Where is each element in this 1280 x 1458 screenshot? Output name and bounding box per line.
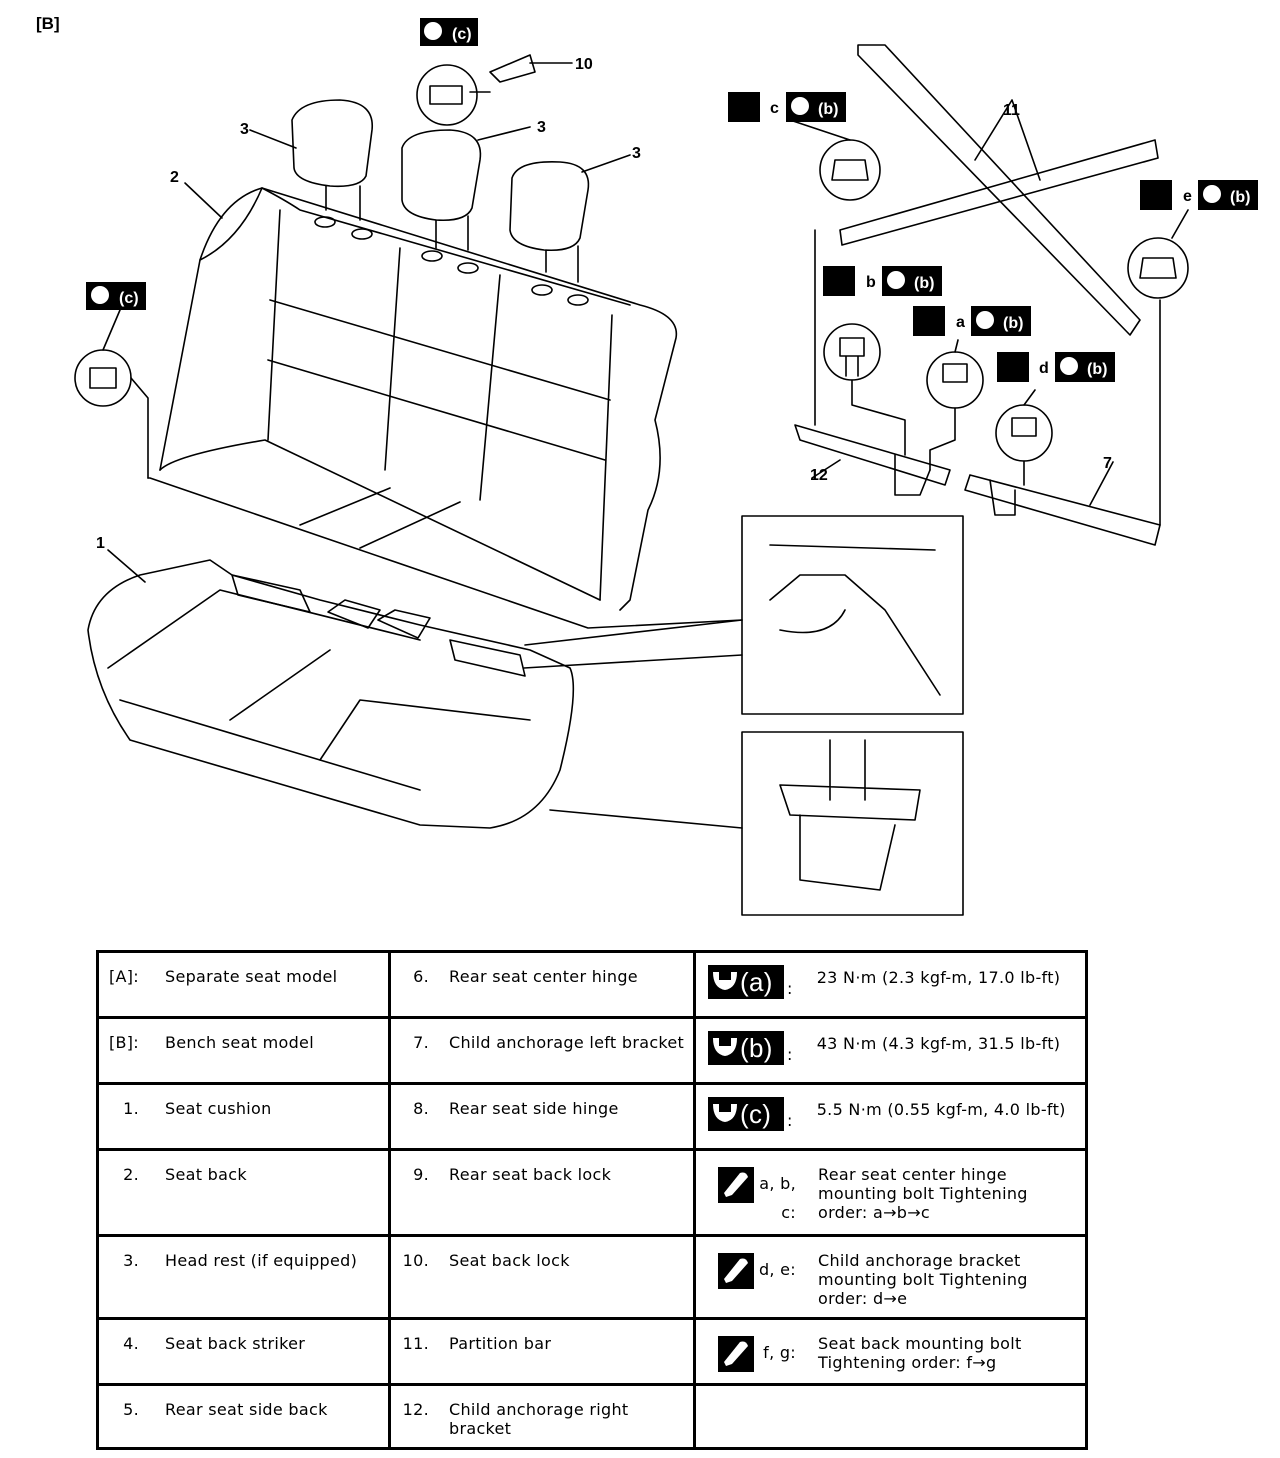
- torque-tag-b: b (b): [823, 266, 942, 296]
- svg-text:b: b: [866, 274, 876, 291]
- legend-cell: 9.Rear seat back lock: [388, 1148, 696, 1237]
- svg-text:(c): (c): [452, 26, 472, 43]
- legend-cell-empty: [693, 1383, 1088, 1450]
- svg-text:e: e: [1183, 188, 1192, 205]
- legend-cell: 5.Rear seat side back: [96, 1383, 391, 1450]
- callout-12: 12: [810, 467, 828, 484]
- tightening-order-icon: [718, 1253, 754, 1289]
- legend-cell: 11.Partition bar: [388, 1317, 696, 1386]
- legend-cell: [B]:Bench seat model: [96, 1016, 391, 1085]
- view-label: [B]: [36, 14, 60, 33]
- torque-cell-c: (c) :5.5 N·m (0.55 kgf-m, 4.0 lb-ft): [693, 1082, 1088, 1151]
- legend-cell: 7.Child anchorage left bracket: [388, 1016, 696, 1085]
- svg-text:(b): (b): [914, 275, 934, 292]
- torque-tag-e: e (b): [1140, 180, 1258, 210]
- torque-cell-b: (b) :43 N·m (4.3 kgf-m, 31.5 lb-ft): [693, 1016, 1088, 1085]
- wrench-icon: (b): [708, 1031, 784, 1065]
- legend-table: [A]:Separate seat model 6.Rear seat cent…: [96, 950, 1088, 1450]
- sequence-cell-fg: f, g: Seat back mounting bolt Tightening…: [693, 1317, 1088, 1386]
- bolt-callout-10: [416, 64, 478, 126]
- torque-tag-seatback: (c): [86, 282, 146, 310]
- leader-3a: [249, 129, 297, 149]
- legend-cell: 1.Seat cushion: [96, 1082, 391, 1151]
- legend-cell: 6.Rear seat center hinge: [388, 950, 696, 1019]
- callout-7: 7: [1103, 455, 1112, 472]
- head-rests: [291, 99, 590, 283]
- legend-cell: [A]:Separate seat model: [96, 950, 391, 1019]
- svg-text:a: a: [956, 314, 965, 331]
- seat-back: [147, 187, 743, 629]
- svg-text:c: c: [770, 100, 779, 117]
- leader-3b: [477, 126, 531, 141]
- callout-10: 10: [575, 56, 593, 73]
- svg-text:(b): (b): [1230, 189, 1250, 206]
- svg-text:d: d: [1039, 360, 1049, 377]
- callout-11: 11: [1003, 102, 1020, 119]
- legend-cell: 12.Child anchorage right bracket: [388, 1383, 696, 1450]
- legend-cell: 10.Seat back lock: [388, 1234, 696, 1320]
- callout-2: 2: [170, 169, 179, 186]
- wrench-icon: (a): [708, 965, 784, 999]
- svg-text:(b): (b): [1087, 361, 1107, 378]
- detail-box-striker: [741, 515, 964, 715]
- bolt-callout-seatback: [74, 349, 132, 407]
- leader-3c: [581, 154, 631, 173]
- tightening-order-icon: [718, 1336, 754, 1372]
- callout-1: 1: [96, 535, 105, 552]
- svg-text:(b): (b): [818, 101, 838, 118]
- leader-2: [184, 182, 223, 219]
- torque-tag-c: c (b): [728, 92, 846, 122]
- legend-cell: 8.Rear seat side hinge: [388, 1082, 696, 1151]
- partition-bar: [839, 44, 1159, 336]
- callout-3: 3: [240, 121, 249, 138]
- legend-cell: 2.Seat back: [96, 1148, 391, 1237]
- seat-cushion: [87, 559, 575, 829]
- torque-cell-a: (a) :23 N·m (2.3 kgf-m, 17.0 lb-ft): [693, 950, 1088, 1019]
- sequence-cell-abc: a, b, c: Rear seat center hinge mounting…: [693, 1148, 1088, 1237]
- callout-3: 3: [632, 145, 641, 162]
- leader-1: [107, 549, 146, 583]
- wrench-icon: (c): [708, 1097, 784, 1131]
- legend-cell: 4.Seat back striker: [96, 1317, 391, 1386]
- detail-box-hinge: [741, 731, 964, 916]
- callout-3: 3: [537, 119, 546, 136]
- torque-tag-10: (c): [420, 18, 478, 46]
- tightening-order-icon: [718, 1167, 754, 1203]
- sequence-cell-de: d, e: Child anchorage bracket mounting b…: [693, 1234, 1088, 1320]
- legend-cell: 3.Head rest (if equipped): [96, 1234, 391, 1320]
- svg-text:(c): (c): [119, 290, 139, 307]
- svg-text:(b): (b): [1003, 315, 1023, 332]
- torque-tag-d: d (b): [997, 352, 1115, 382]
- anchorage-brackets: [794, 229, 1161, 546]
- exploded-diagram: (c) (c) c (b) e (b) b (b) a (b) d (: [74, 18, 1258, 916]
- torque-tag-a: a (b): [913, 306, 1031, 336]
